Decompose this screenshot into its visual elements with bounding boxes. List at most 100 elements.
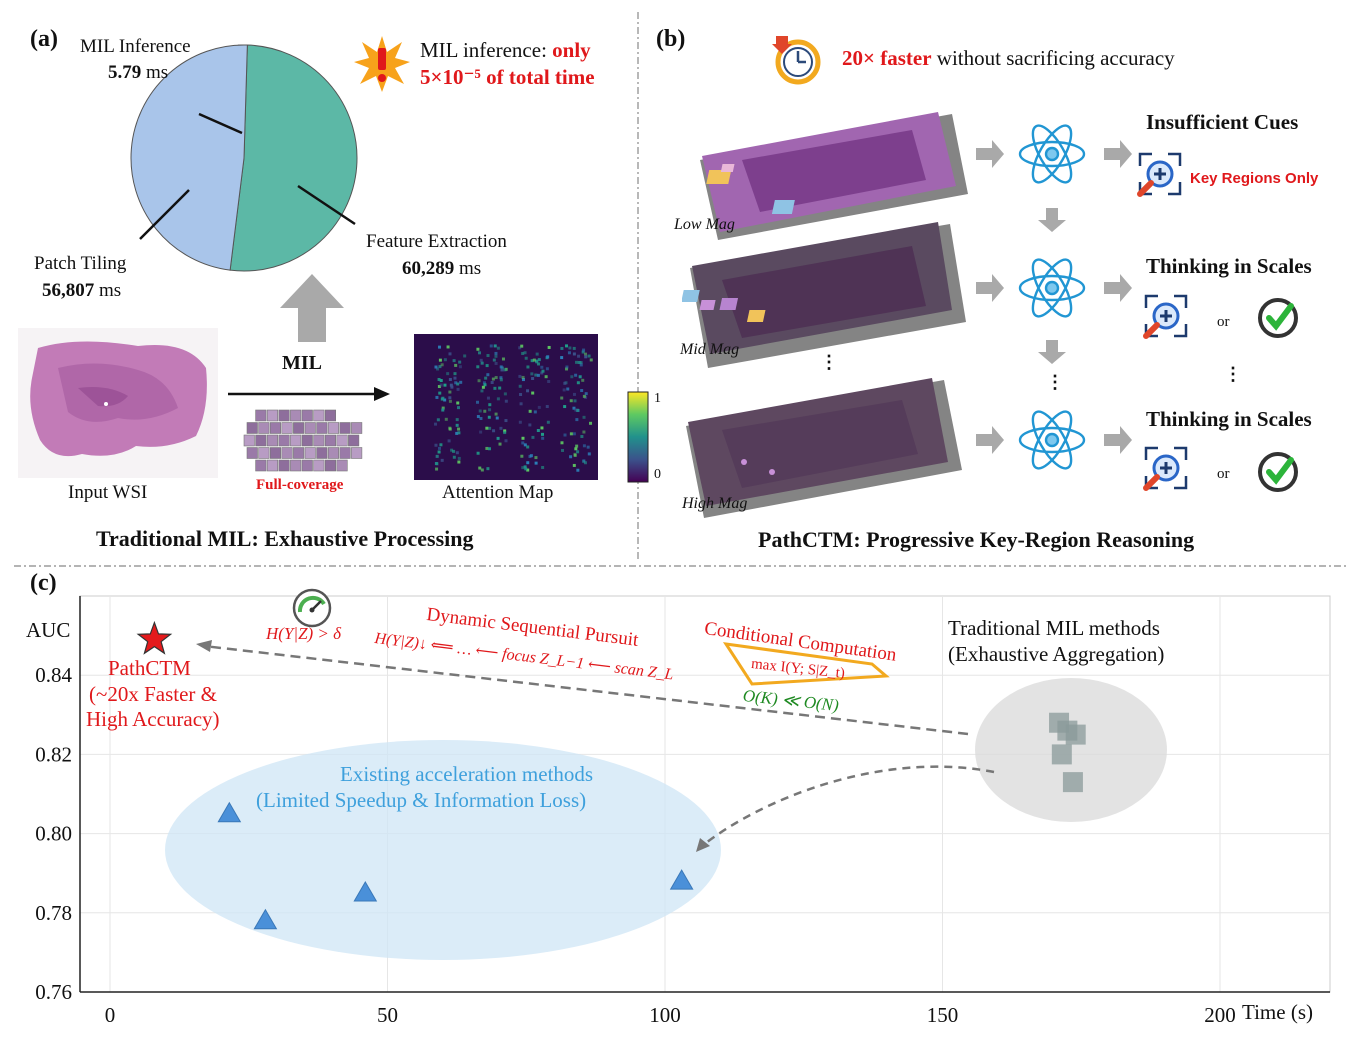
attention-cell bbox=[581, 350, 585, 354]
attention-cell bbox=[520, 454, 524, 458]
attention-cell bbox=[575, 408, 579, 412]
existing-dashed-arrow bbox=[701, 765, 995, 847]
attention-cell bbox=[574, 447, 578, 451]
zoom-in-icon bbox=[1143, 294, 1188, 339]
leader-mil bbox=[198, 112, 243, 135]
patch-tile bbox=[324, 409, 336, 422]
patch-tile bbox=[313, 434, 325, 447]
attention-cell bbox=[484, 376, 488, 380]
feature-extraction-unit: ms bbox=[459, 258, 482, 279]
full-coverage-label: Full-coverage bbox=[256, 477, 344, 493]
attention-cell bbox=[576, 381, 580, 385]
slide-high-mag bbox=[686, 378, 962, 518]
panel-a-label: (a) bbox=[30, 26, 58, 52]
attention-cell bbox=[519, 402, 523, 406]
attention-cell bbox=[443, 383, 447, 387]
attention-cell bbox=[575, 444, 579, 448]
attention-cell bbox=[518, 346, 522, 350]
attention-cell bbox=[524, 467, 528, 471]
patch-tile bbox=[293, 447, 305, 459]
up-arrow bbox=[280, 274, 344, 342]
attention-cell bbox=[458, 360, 462, 364]
attention-cell bbox=[504, 419, 508, 423]
panel-a-title: Traditional MIL: Exhaustive Processing bbox=[96, 526, 474, 551]
slide-low-mag bbox=[700, 112, 968, 240]
attention-cell bbox=[490, 380, 494, 384]
attention-cell bbox=[582, 348, 586, 352]
attention-cell bbox=[456, 401, 460, 405]
key-regions-note: Key Regions Only bbox=[1190, 170, 1319, 187]
attention-cell bbox=[583, 461, 587, 465]
feature-extraction-label: Feature Extraction bbox=[366, 231, 507, 252]
attention-cell bbox=[438, 345, 442, 349]
attention-cell bbox=[541, 436, 545, 440]
attention-cell bbox=[526, 468, 530, 472]
patch-tile bbox=[301, 409, 313, 422]
attention-cell bbox=[541, 465, 545, 469]
attention-cell bbox=[537, 358, 541, 362]
attention-cell bbox=[536, 373, 540, 377]
attention-cell bbox=[530, 372, 534, 376]
input-wsi-image bbox=[18, 328, 218, 478]
pie-slice-feature-extraction bbox=[229, 44, 358, 272]
attention-cell bbox=[560, 356, 564, 360]
attention-cell bbox=[492, 358, 496, 362]
attention-cell bbox=[521, 441, 525, 445]
attention-cell bbox=[486, 373, 490, 377]
attention-cell bbox=[457, 460, 461, 464]
zoom-in-icon bbox=[1137, 152, 1182, 197]
attention-cell bbox=[476, 415, 480, 419]
attention-cell bbox=[448, 377, 452, 381]
patch-tile bbox=[327, 422, 339, 434]
existing-method-point bbox=[217, 801, 242, 823]
attention-cell bbox=[569, 432, 573, 436]
model-atom-icon bbox=[1018, 258, 1086, 318]
slide-mid-mag bbox=[682, 222, 966, 368]
patch-tiling-number: 56,807 bbox=[42, 280, 95, 301]
attention-cell bbox=[479, 416, 483, 420]
attention-cell bbox=[581, 378, 585, 382]
patch-tile bbox=[351, 447, 363, 459]
mil-inference-unit: ms bbox=[146, 62, 169, 83]
attention-cell bbox=[501, 357, 505, 361]
attention-cell bbox=[487, 415, 491, 419]
pathctm-callout-2: (~20x Faster & bbox=[89, 682, 218, 706]
attention-cell bbox=[493, 344, 497, 348]
attention-cell bbox=[566, 387, 570, 391]
x-tick-label: 0 bbox=[105, 1003, 116, 1027]
attention-cell bbox=[482, 381, 486, 385]
mid-mag-label: Mid Mag bbox=[680, 341, 740, 358]
model-atom-icon bbox=[1018, 124, 1086, 184]
attention-cell bbox=[534, 456, 538, 460]
stopwatch-icon bbox=[772, 36, 821, 85]
attention-cell bbox=[521, 378, 525, 382]
attention-cell bbox=[463, 354, 467, 358]
existing-methods-region bbox=[165, 740, 721, 960]
attention-cell bbox=[479, 430, 483, 434]
attention-cell bbox=[455, 418, 459, 422]
attention-cell bbox=[534, 373, 538, 377]
attention-cell bbox=[504, 439, 508, 443]
attention-cell bbox=[580, 435, 584, 439]
attention-cell bbox=[547, 345, 551, 349]
attention-cell bbox=[435, 395, 439, 399]
attention-cell bbox=[439, 443, 443, 447]
ellipsis-slides: ⋮ bbox=[820, 352, 838, 372]
attention-cell bbox=[448, 352, 452, 356]
attention-cell bbox=[452, 449, 456, 453]
patch-tiling-unit: ms bbox=[99, 280, 122, 301]
attention-cell bbox=[573, 452, 577, 456]
attention-cell bbox=[485, 446, 489, 450]
attention-cell bbox=[526, 365, 530, 369]
patch-tile bbox=[278, 434, 290, 447]
attention-cell bbox=[531, 391, 535, 395]
time-pie-chart bbox=[130, 44, 358, 272]
mil-inference-label: MIL Inference bbox=[80, 36, 191, 57]
attention-cell bbox=[569, 399, 573, 403]
attention-cell bbox=[537, 405, 541, 409]
traditional-method-point bbox=[1062, 772, 1083, 793]
patch-tile bbox=[266, 409, 279, 422]
attention-cell bbox=[535, 352, 539, 356]
existing-methods-line1: Existing acceleration methods bbox=[340, 762, 594, 786]
patch-tile bbox=[304, 447, 316, 459]
